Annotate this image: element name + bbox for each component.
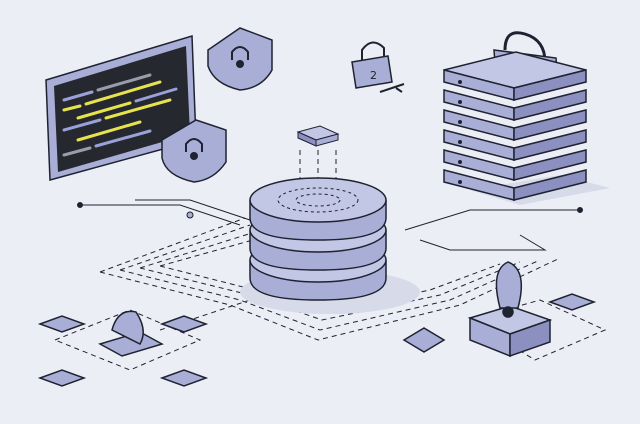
lock-tile-icon <box>37 293 597 387</box>
shield-lock-icon <box>207 27 273 91</box>
chip-cube-icon <box>296 125 340 147</box>
server-rack-icon <box>443 31 610 205</box>
database-icon <box>240 177 420 314</box>
code-monitor-icon <box>45 35 197 181</box>
key-icon <box>467 261 553 358</box>
padlock-icon: 2 <box>351 41 405 93</box>
shield-lock-icon <box>161 119 227 183</box>
connection-lines <box>53 150 607 371</box>
padlock-label: 2 <box>370 69 377 82</box>
